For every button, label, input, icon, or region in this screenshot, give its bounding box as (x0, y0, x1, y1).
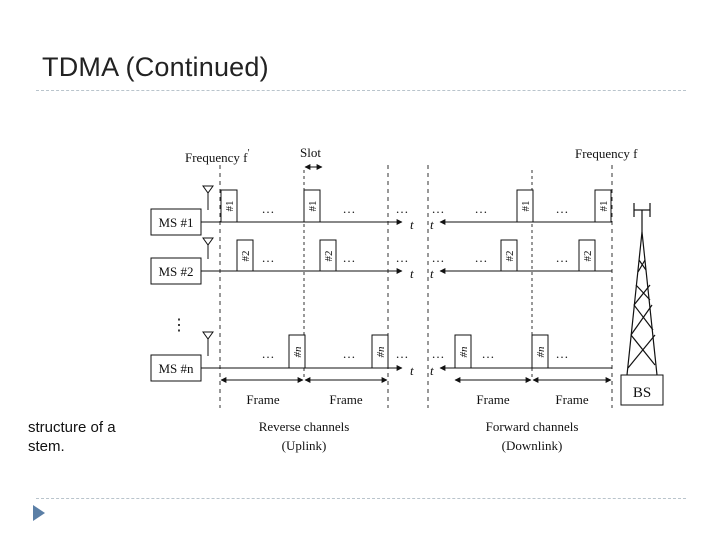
ellipsis: … (432, 250, 445, 265)
time-label: t (430, 363, 434, 378)
ellipsis: … (475, 201, 488, 216)
time-label: t (410, 217, 414, 232)
bs-label: BS (633, 385, 651, 401)
ms-2-label: MS #2 (158, 264, 193, 279)
ellipsis: … (343, 201, 356, 216)
ellipsis: … (262, 250, 275, 265)
frame-label: Frame (329, 392, 362, 407)
slide-bullet-icon (33, 505, 45, 521)
time-label: t (410, 363, 414, 378)
ms-row-1: MS #1 #1 #1 #1 #1 … … … … … … t t (150, 185, 612, 236)
slot-block-label: #2 (504, 251, 516, 262)
frame-boundaries (219, 165, 613, 408)
downlink-frequency-label: Frequency f (575, 146, 638, 161)
uplink-label: (Uplink) (282, 438, 327, 453)
slot-block-label: #1 (224, 201, 236, 212)
ellipsis: … (396, 201, 409, 216)
slot-block-label: #n (535, 346, 547, 358)
slot-block-label: #n (458, 346, 470, 358)
ms-1-antenna-head-icon (202, 185, 214, 194)
forward-channels-label: Forward channels (486, 419, 579, 434)
slot-block-label: #2 (240, 251, 252, 262)
ellipsis: … (432, 346, 445, 361)
uplink-frequency-label: Frequency f′ (185, 148, 250, 165)
more-stations-dots: ⋮ (171, 317, 187, 334)
ms-row-2: MS #2 #2 #2 #2 #2 … … … … … … t t (150, 237, 612, 285)
ellipsis: … (343, 346, 356, 361)
ellipsis: … (396, 346, 409, 361)
slot-dividers (303, 170, 533, 380)
title-divider (36, 90, 686, 91)
ellipsis: … (556, 346, 569, 361)
ellipsis: … (556, 201, 569, 216)
slot-block-label: #1 (520, 201, 532, 212)
bs-box (620, 374, 664, 406)
figure-caption: structure of a stem. (28, 418, 116, 456)
slot-block-label: #1 (307, 201, 319, 212)
slot-block-label: #n (292, 346, 304, 358)
slot-block-label: #2 (323, 251, 335, 262)
ellipsis: … (556, 250, 569, 265)
slot-block-label: #n (375, 346, 387, 358)
ellipsis: … (262, 346, 275, 361)
frame-label: Frame (476, 392, 509, 407)
ellipsis: … (343, 250, 356, 265)
ms-1-label: MS #1 (158, 215, 193, 230)
frame-label: Frame (246, 392, 279, 407)
slot-label: Slot (300, 145, 321, 160)
time-label: t (410, 266, 414, 281)
ms-n-box (150, 354, 202, 382)
slot-block-label: #1 (598, 201, 610, 212)
ms-n-label: MS #n (158, 361, 194, 376)
downlink-label: (Downlink) (502, 438, 563, 453)
ms-1-box (150, 208, 202, 236)
slide-title: TDMA (Continued) (42, 52, 269, 82)
caption-line-2: stem. (28, 438, 65, 455)
base-station-tower-icon (626, 203, 658, 376)
slot-block-label: #2 (582, 251, 594, 262)
ms-n-antenna-head-icon (202, 331, 214, 340)
ms-2-antenna-head-icon (202, 237, 214, 246)
caption-line-1: structure of a (28, 419, 116, 436)
ellipsis: … (482, 346, 495, 361)
ms-row-n: MS #n #n #n #n #n … … … … … … t t (150, 331, 612, 382)
frame-label: Frame (555, 392, 588, 407)
ellipsis: … (396, 250, 409, 265)
ellipsis: … (262, 201, 275, 216)
time-label: t (430, 217, 434, 232)
time-label: t (430, 266, 434, 281)
reverse-channels-label: Reverse channels (259, 419, 350, 434)
ellipsis: … (432, 201, 445, 216)
footer-divider (36, 498, 686, 499)
ellipsis: … (475, 250, 488, 265)
